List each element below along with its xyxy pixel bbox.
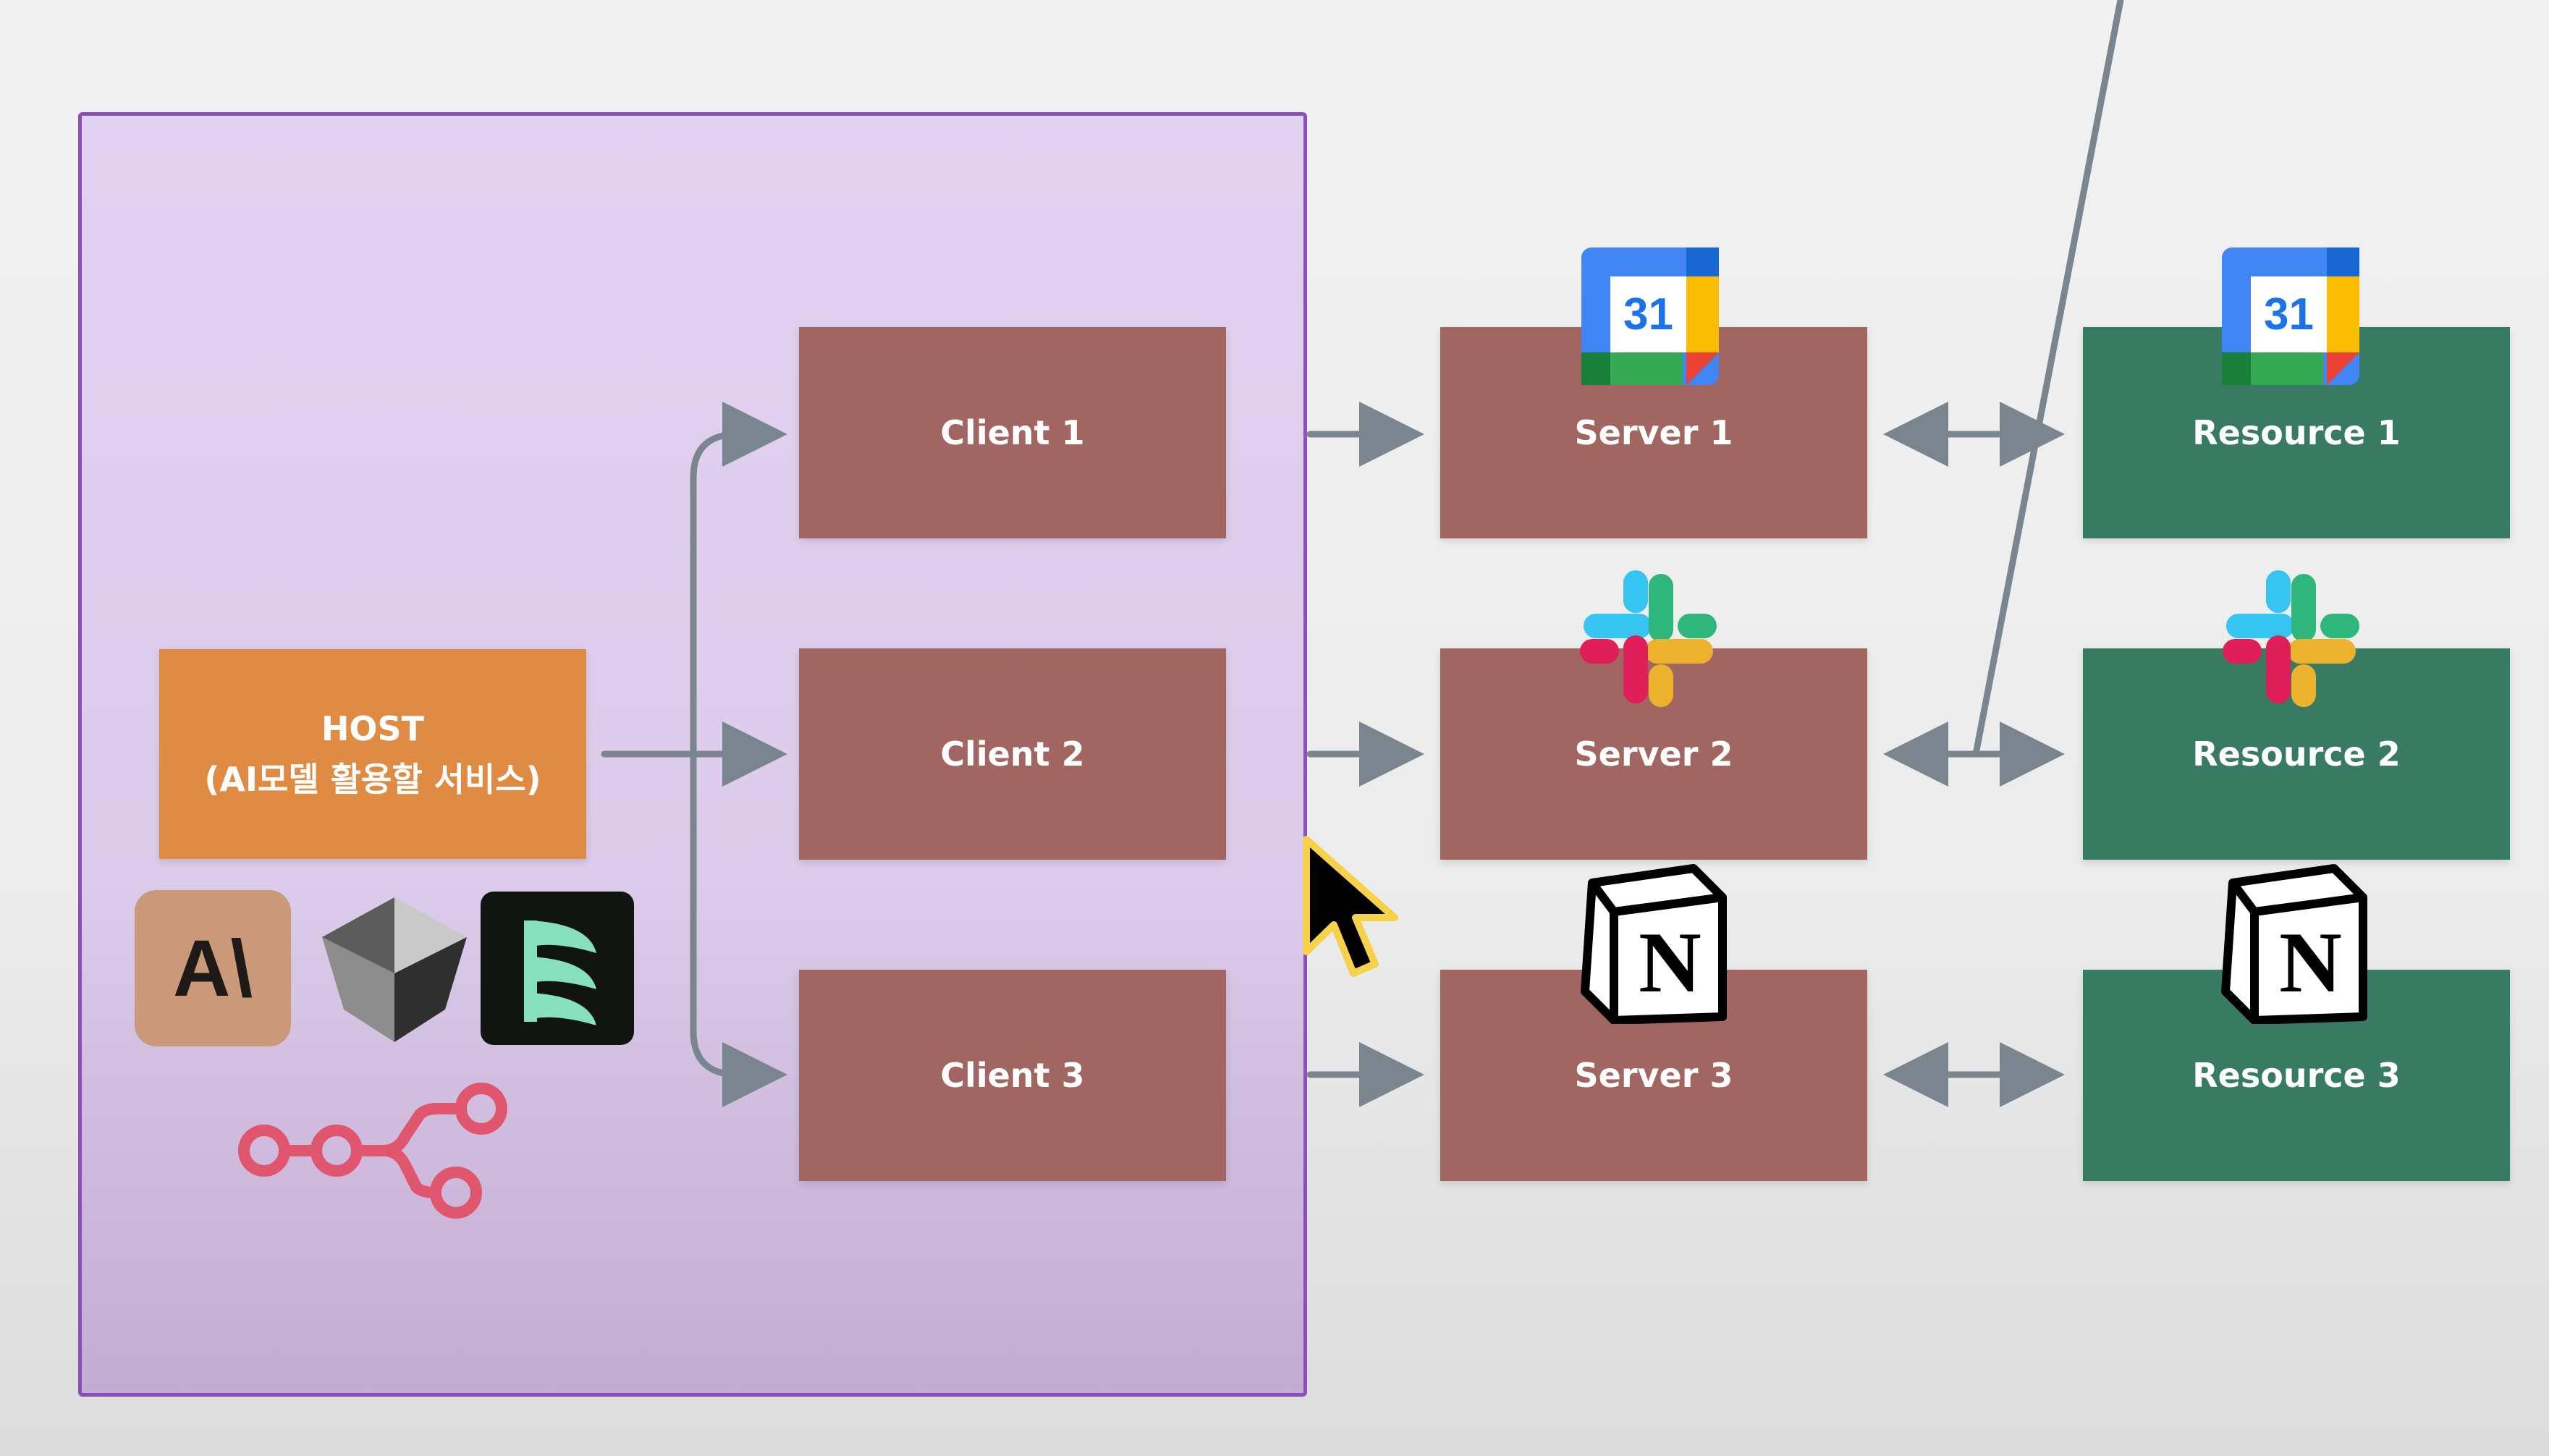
client-box-3[interactable]: Client 3 [799,970,1226,1181]
notion-letter: N [1639,914,1702,1010]
anthropic-logo: A\ [135,890,291,1046]
client-box-1[interactable]: Client 1 [799,327,1226,538]
mouse-cursor-icon [1299,832,1408,984]
slack-icon [1578,568,1719,709]
notion-icon: N [2218,861,2374,1025]
client-label: Client 3 [940,1056,1085,1095]
notion-icon: N [1578,861,1733,1025]
slack-icon [2220,568,2362,709]
n8n-logo [232,1071,521,1230]
server-label: Server 2 [1574,735,1733,774]
prism-logo [311,886,478,1053]
client-label: Client 2 [940,735,1085,774]
calendar-day: 31 [1623,289,1673,339]
resource-label: Resource 2 [2192,735,2401,774]
resource-label: Resource 1 [2192,413,2401,452]
calendar-day: 31 [2264,289,2314,339]
resource-label: Resource 3 [2192,1056,2401,1095]
server-label: Server 3 [1574,1056,1733,1095]
branch-client-3 [690,750,787,1107]
diagonal-line [1972,0,2124,758]
host-title: HOST [321,709,425,748]
client-label: Client 1 [940,413,1085,452]
host-box[interactable]: HOST (AI모델 활용할 서비스) [159,649,586,859]
google-calendar-icon: 31 [1581,247,1719,385]
client-box-2[interactable]: Client 2 [799,648,1226,860]
notion-letter: N [2279,914,2342,1010]
anthropic-logo-text: A\ [173,923,253,1013]
host-subtitle: (AI모델 활용할 서비스) [204,760,541,799]
cursor-like-logo [481,892,634,1045]
branch-client-1 [690,402,787,758]
server-label: Server 1 [1574,413,1733,452]
google-calendar-icon: 31 [2222,247,2359,385]
resource-box-1[interactable]: Resource 1 [2083,327,2510,538]
